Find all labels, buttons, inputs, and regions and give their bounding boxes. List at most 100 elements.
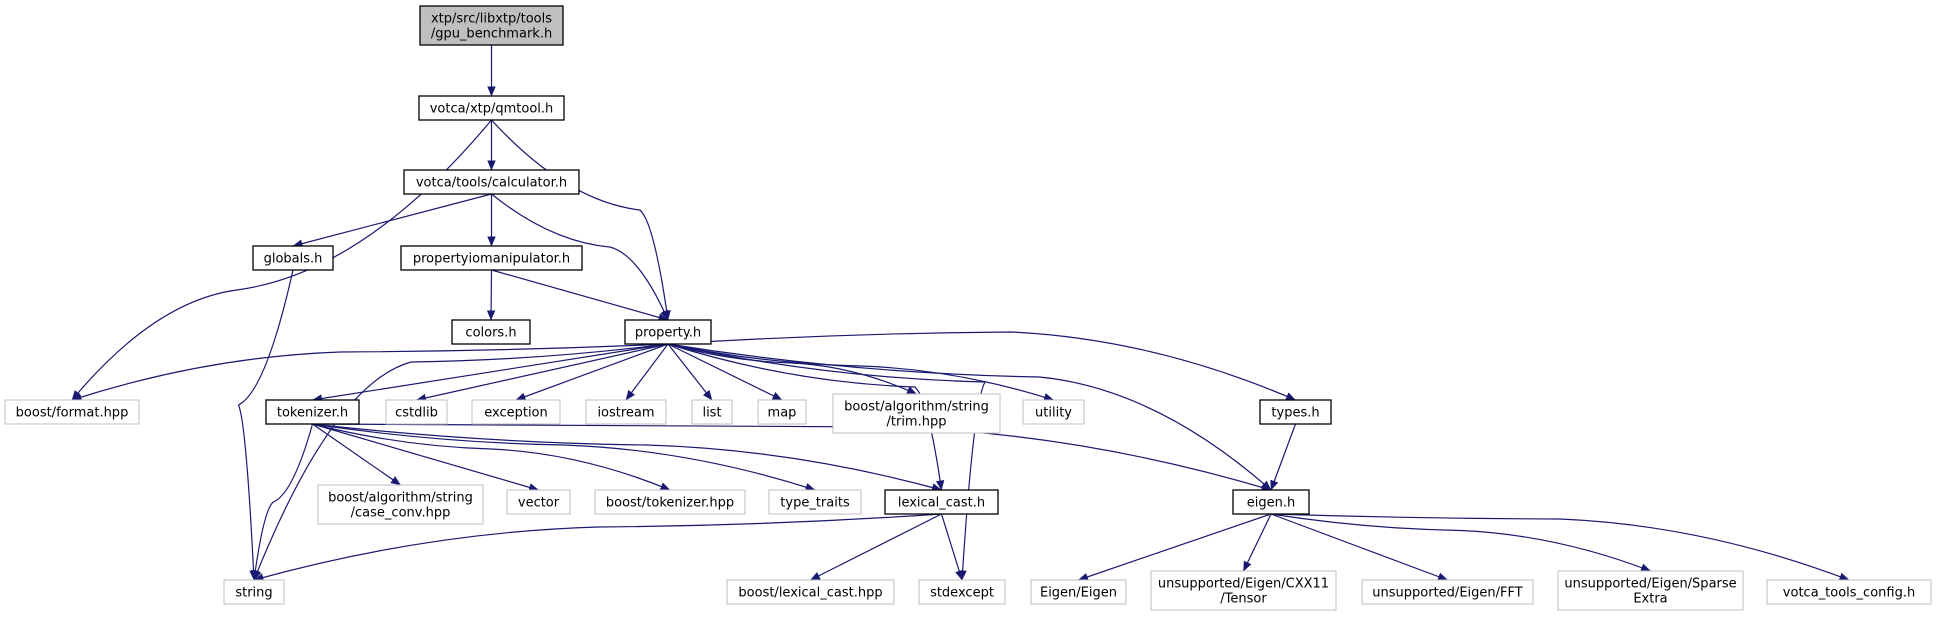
edge-property-to-boost-format <box>71 343 669 402</box>
edge-qmtool-to-property <box>491 119 671 321</box>
node-label-stdexcept: stdexcept <box>930 586 994 601</box>
edge-propertyiomanipulator-to-property <box>491 269 669 322</box>
edge-property-to-string <box>253 343 669 581</box>
node-label-case-conv: /case_conv.hpp <box>351 506 451 521</box>
node-label-boost-tokenizer: boost/tokenizer.hpp <box>606 496 734 511</box>
node-box-property <box>624 319 712 345</box>
node-label-property: property.h <box>635 326 701 341</box>
node-label-sparse-extra: unsupported/Eigen/Sparse <box>1564 577 1736 592</box>
node-case-conv: boost/algorithm/string/case_conv.hpp <box>317 484 484 525</box>
node-box-trim <box>832 393 1001 434</box>
node-box-qmtool <box>418 95 565 121</box>
node-label-gpu-benchmark: xtp/src/libxtp/tools <box>431 12 552 27</box>
edge-property-to-stdexcept <box>667 343 987 581</box>
edge-eigen-to-votca-tools-config <box>1270 513 1850 581</box>
node-type-traits: type_traits <box>768 489 862 515</box>
node-property[interactable]: property.h <box>624 319 712 345</box>
node-eigen[interactable]: eigen.h <box>1232 489 1310 515</box>
edge-tokenizer-to-boost-tokenizer <box>312 423 671 491</box>
node-label-case-conv: boost/algorithm/string <box>328 491 473 506</box>
node-box-vector <box>506 489 571 515</box>
edge-lexical-cast-to-boost-lexical-cast <box>810 513 942 581</box>
nodes-layer: xtp/src/libxtp/tools/gpu_benchmark.hvotc… <box>4 5 1932 611</box>
node-trim: boost/algorithm/string/trim.hpp <box>832 393 1001 434</box>
node-box-eigen-eigen <box>1030 579 1127 605</box>
node-box-utility <box>1022 399 1085 425</box>
node-label-colors: colors.h <box>465 326 516 341</box>
node-box-list <box>691 399 733 425</box>
node-label-propertyiomanipulator: propertyiomanipulator.h <box>413 252 570 267</box>
node-box-iostream <box>585 399 667 425</box>
node-calculator[interactable]: votca/tools/calculator.h <box>403 169 580 195</box>
node-label-qmtool: votca/xtp/qmtool.h <box>430 102 554 117</box>
node-box-types <box>1259 399 1332 425</box>
node-label-map: map <box>768 406 797 421</box>
node-box-string <box>223 579 285 605</box>
node-box-globals <box>252 245 334 271</box>
node-tokenizer[interactable]: tokenizer.h <box>265 399 360 425</box>
node-box-gpu-benchmark <box>419 5 564 46</box>
node-box-exception <box>471 399 561 425</box>
node-lexical-cast[interactable]: lexical_cast.h <box>884 489 999 515</box>
node-fft: unsupported/Eigen/FFT <box>1361 579 1534 605</box>
node-label-types: types.h <box>1271 406 1319 421</box>
node-box-boost-lexical-cast <box>726 579 895 605</box>
edge-tokenizer-to-string <box>251 423 314 581</box>
edge-globals-to-string <box>237 269 294 581</box>
node-iostream: iostream <box>585 399 667 425</box>
edge-eigen-to-eigen-eigen <box>1078 513 1272 581</box>
node-globals[interactable]: globals.h <box>252 245 334 271</box>
node-box-fft <box>1361 579 1534 605</box>
edge-types-to-eigen <box>1270 423 1297 491</box>
node-label-string: string <box>235 586 272 601</box>
node-box-eigen <box>1232 489 1310 515</box>
node-boost-format: boost/format.hpp <box>4 399 140 425</box>
node-propertyiomanipulator[interactable]: propertyiomanipulator.h <box>400 245 583 271</box>
node-box-votca-tools-config <box>1766 579 1932 605</box>
node-cstdlib: cstdlib <box>385 399 448 425</box>
edge-property-to-trim <box>667 343 917 395</box>
edge-calculator-to-property <box>491 193 669 321</box>
node-label-trim: boost/algorithm/string <box>844 400 989 415</box>
node-box-calculator <box>403 169 580 195</box>
node-label-tensor: /Tensor <box>1220 592 1267 607</box>
edge-property-to-list <box>667 343 713 401</box>
node-label-eigen: eigen.h <box>1247 496 1295 511</box>
node-map: map <box>757 399 807 425</box>
node-types[interactable]: types.h <box>1259 399 1332 425</box>
node-box-stdexcept <box>918 579 1006 605</box>
node-colors[interactable]: colors.h <box>451 319 531 345</box>
node-exception: exception <box>471 399 561 425</box>
node-gpu-benchmark[interactable]: xtp/src/libxtp/tools/gpu_benchmark.h <box>419 5 564 46</box>
node-box-propertyiomanipulator <box>400 245 583 271</box>
node-box-lexical-cast <box>884 489 999 515</box>
node-box-colors <box>451 319 531 345</box>
node-box-sparse-extra <box>1557 570 1744 611</box>
node-qmtool[interactable]: votca/xtp/qmtool.h <box>418 95 565 121</box>
edge-property-to-eigen <box>667 343 1272 491</box>
node-eigen-eigen: Eigen/Eigen <box>1030 579 1127 605</box>
node-boost-tokenizer: boost/tokenizer.hpp <box>594 489 746 515</box>
node-box-type-traits <box>768 489 862 515</box>
node-label-trim: /trim.hpp <box>887 415 947 430</box>
node-label-type-traits: type_traits <box>780 496 850 511</box>
edge-tokenizer-to-lexical-cast <box>312 423 942 492</box>
edge-property-to-exception <box>515 343 669 401</box>
edge-property-to-tokenizer <box>312 343 669 403</box>
edge-tokenizer-to-case-conv <box>312 423 401 486</box>
node-label-gpu-benchmark: /gpu_benchmark.h <box>431 27 552 42</box>
node-label-exception: exception <box>484 406 548 421</box>
edge-tokenizer-to-eigen <box>312 423 1272 492</box>
node-label-tensor: unsupported/Eigen/CXX11 <box>1158 577 1329 592</box>
edge-calculator-to-globals <box>292 193 492 248</box>
edge-qmtool-to-boost-format <box>71 119 492 401</box>
node-label-cstdlib: cstdlib <box>395 406 438 421</box>
edge-property-to-map <box>667 343 783 401</box>
node-label-sparse-extra: Extra <box>1633 592 1667 607</box>
edge-tokenizer-to-vector <box>312 423 539 492</box>
node-box-tokenizer <box>265 399 360 425</box>
edge-property-to-utility <box>667 343 1054 402</box>
node-tensor: unsupported/Eigen/CXX11/Tensor <box>1150 570 1337 611</box>
